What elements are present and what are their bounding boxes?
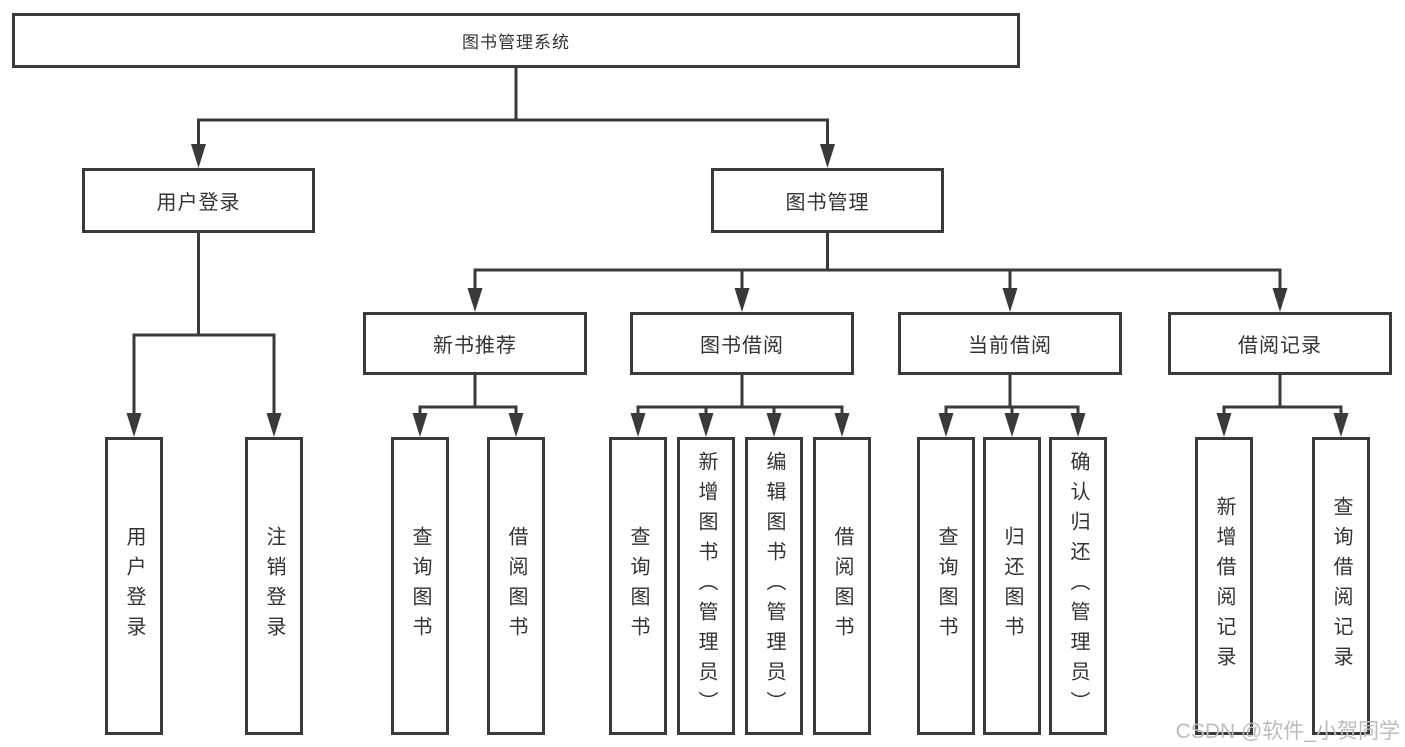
leaf-query-books-recommend: 查询图书	[391, 437, 449, 735]
leaf-edit-book-admin: 编辑图书（管理员）	[745, 437, 803, 735]
node-label: 归还图书	[1001, 526, 1023, 646]
node-label: 查询图书	[627, 526, 649, 646]
leaf-query-books-borrow: 查询图书	[609, 437, 667, 735]
node-current-borrowing: 当前借阅	[898, 312, 1122, 375]
node-label: 编辑图书（管理员）	[763, 451, 785, 721]
leaf-user-login: 用户登录	[105, 437, 163, 735]
leaf-return-book: 归还图书	[983, 437, 1041, 735]
node-label: 用户登录	[156, 192, 241, 214]
node-label: 图书管理	[785, 192, 870, 214]
node-label: 图书借阅	[700, 335, 784, 357]
node-library-management-system: 图书管理系统	[12, 13, 1020, 68]
node-label: 用户登录	[123, 526, 145, 646]
node-label: 注销登录	[263, 526, 285, 646]
node-label: 图书管理系统	[462, 33, 570, 52]
arrowheads	[126, 144, 1349, 437]
leaf-add-borrow-record: 新增借阅记录	[1195, 437, 1253, 735]
node-label: 新书推荐	[433, 335, 517, 357]
node-borrowing-records: 借阅记录	[1168, 312, 1392, 375]
leaf-logout: 注销登录	[245, 437, 303, 735]
node-label: 查询借阅记录	[1330, 496, 1352, 676]
node-label: 确认归还（管理员）	[1067, 451, 1089, 721]
leaf-query-borrow-record: 查询借阅记录	[1312, 437, 1370, 735]
leaf-borrow-books-recommend: 借阅图书	[487, 437, 545, 735]
csdn-watermark: CSDN @软件_小贺同学	[1175, 720, 1400, 743]
node-new-book-recommend: 新书推荐	[363, 312, 587, 375]
leaf-query-books-current: 查询图书	[917, 437, 975, 735]
leaf-add-book-admin: 新增图书（管理员）	[677, 437, 735, 735]
node-label: 借阅图书	[831, 526, 853, 646]
leaf-borrow-books: 借阅图书	[813, 437, 871, 735]
node-user-login: 用户登录	[82, 168, 315, 233]
leaf-confirm-return-admin: 确认归还（管理员）	[1049, 437, 1107, 735]
node-label: 当前借阅	[968, 335, 1052, 357]
node-book-management: 图书管理	[711, 168, 944, 233]
node-label: 借阅记录	[1238, 335, 1322, 357]
node-label: 新增借阅记录	[1213, 496, 1235, 676]
node-book-borrowing: 图书借阅	[630, 312, 854, 375]
node-label: 借阅图书	[505, 526, 527, 646]
node-label: 查询图书	[409, 526, 431, 646]
node-label: 查询图书	[935, 526, 957, 646]
node-label: 新增图书（管理员）	[695, 451, 717, 721]
